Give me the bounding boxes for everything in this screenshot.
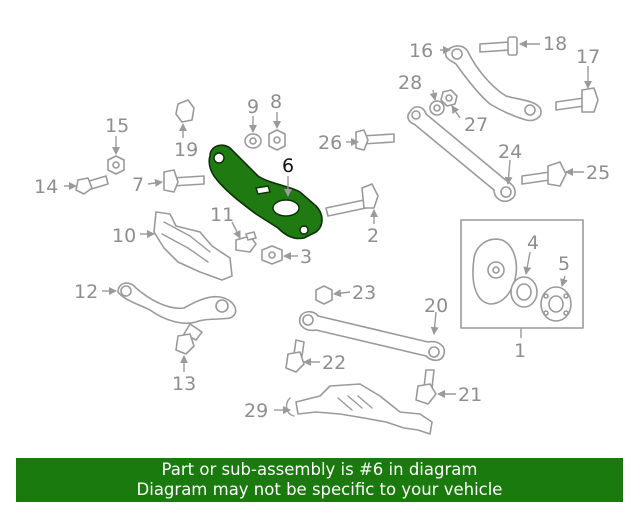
banner-line-part: Part or sub-assembly is #6 in diagram (161, 460, 478, 479)
callout-15: 15 (105, 115, 129, 137)
bolt-25 (521, 161, 567, 187)
bolt-21 (415, 369, 437, 405)
lateral-link-24 (407, 106, 516, 203)
washer-9 (244, 133, 262, 149)
bolt-2 (325, 183, 379, 217)
callout-11: 11 (210, 204, 234, 226)
callout-1: 1 (514, 340, 526, 362)
bearing-4 (510, 276, 538, 308)
nut-15 (107, 155, 125, 175)
nut-23 (315, 285, 333, 305)
washer-28 (429, 100, 445, 116)
callout-17: 17 (576, 46, 600, 68)
callout-3: 3 (300, 246, 312, 268)
callout-25: 25 (586, 162, 610, 184)
upper-control-arm-16 (444, 45, 542, 122)
bolt-22 (285, 339, 305, 373)
callout-5: 5 (558, 253, 570, 275)
leader-lines (64, 40, 592, 414)
nut-27 (440, 89, 458, 107)
callout-28: 28 (398, 72, 422, 94)
banner-line-disclaimer: Diagram may not be specific to your vehi… (136, 480, 503, 499)
bolt-7 (163, 169, 205, 193)
shield-10 (153, 211, 233, 281)
knuckle-1 (472, 238, 518, 305)
trailing-arm-12 (117, 282, 237, 325)
callout-18: 18 (543, 33, 567, 55)
callout-20: 20 (424, 295, 448, 317)
hub-5 (540, 286, 572, 322)
callout-labels: 1 2 3 4 5 6 7 8 9 10 11 12 13 14 15 16 1… (34, 33, 610, 422)
control-link-20 (298, 310, 446, 362)
stabilizer-29 (285, 383, 433, 435)
callout-13: 13 (172, 373, 196, 395)
callout-7: 7 (132, 174, 144, 196)
callout-29: 29 (244, 400, 268, 422)
bolt-26 (355, 129, 395, 151)
callout-6-highlighted: 6 (282, 155, 294, 177)
callout-19: 19 (174, 139, 198, 161)
bolt-17 (555, 87, 599, 113)
control-arm-6-highlighted (208, 144, 323, 240)
bolt-11 (235, 231, 257, 253)
callout-27: 27 (464, 114, 488, 136)
callout-26: 26 (318, 132, 342, 154)
callout-8: 8 (270, 91, 282, 113)
bolt-14 (75, 175, 109, 195)
callout-9: 9 (247, 96, 259, 118)
callout-24: 24 (498, 141, 522, 163)
callout-2: 2 (367, 225, 379, 247)
cap-19 (175, 99, 195, 123)
callout-21: 21 (458, 384, 482, 406)
nut-8 (268, 129, 286, 151)
bolt-18 (479, 36, 518, 56)
bolt-13 (175, 323, 203, 355)
info-banner: Part or sub-assembly is #6 in diagram Di… (16, 458, 623, 502)
callout-23: 23 (352, 282, 376, 304)
callout-16: 16 (409, 40, 433, 62)
callout-4: 4 (527, 232, 539, 254)
nut-3 (261, 245, 283, 265)
callout-12: 12 (74, 281, 98, 303)
callout-22: 22 (322, 352, 346, 374)
callout-14: 14 (34, 176, 58, 198)
callout-10: 10 (112, 225, 136, 247)
